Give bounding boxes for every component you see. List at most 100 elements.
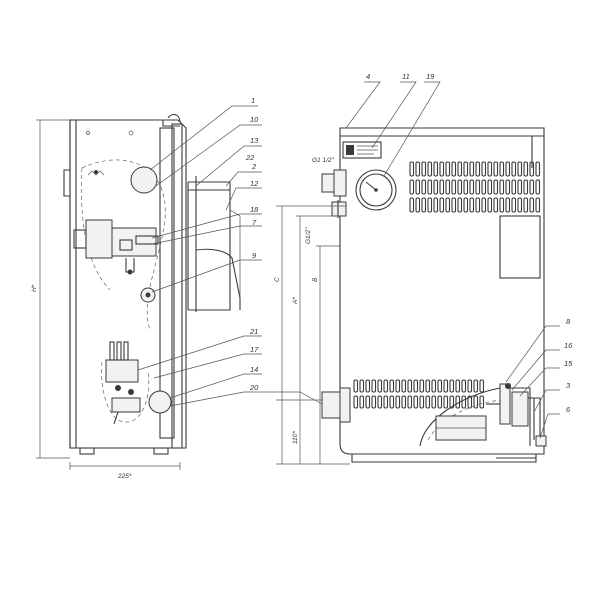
vent-slot — [451, 197, 457, 213]
callout-8: 8 — [566, 317, 571, 326]
vent-slot — [479, 395, 485, 409]
vent-slot — [409, 179, 415, 195]
callout-4: 4 — [366, 72, 370, 81]
vent-slot — [529, 161, 535, 177]
callout-17: 17 — [250, 345, 259, 354]
callout-11: 11 — [402, 72, 410, 81]
vent-slot — [473, 379, 479, 393]
vent-slot — [433, 161, 439, 177]
vent-slot — [439, 161, 445, 177]
vent-slot — [415, 197, 421, 213]
vent-slot — [353, 379, 359, 393]
callout-16: 16 — [564, 341, 573, 350]
vent-slot — [419, 379, 425, 393]
vent-slot — [413, 395, 419, 409]
front-leader-lines — [262, 81, 560, 439]
vent-slot — [431, 379, 437, 393]
dim-bottom-label: 110* — [292, 431, 299, 444]
vent-slot — [419, 395, 425, 409]
vent-slot — [445, 179, 451, 195]
callout-labels: 1 10 13 2 22 12 18 7 9 21 17 14 20 4 11 … — [245, 72, 573, 414]
vent-slot — [415, 179, 421, 195]
vent-slot — [523, 197, 529, 213]
vent-slot — [451, 179, 457, 195]
vent-slot — [487, 161, 493, 177]
dim-c-label: C — [274, 277, 281, 282]
vent-slot — [469, 197, 475, 213]
vent-slot — [407, 395, 413, 409]
vent-slot — [469, 161, 475, 177]
vent-slot — [389, 379, 395, 393]
vent-slot — [427, 197, 433, 213]
callout-18: 18 — [250, 205, 259, 214]
vent-slot — [463, 179, 469, 195]
pipe-label-top: G1 1/2" — [312, 157, 335, 164]
vent-slot — [425, 379, 431, 393]
vent-slot — [353, 395, 359, 409]
dim-a-label: A* — [292, 297, 299, 305]
vent-slot — [439, 197, 445, 213]
callout-3: 3 — [566, 381, 571, 390]
vent-slot — [409, 161, 415, 177]
vent-slot — [425, 395, 431, 409]
callout-21: 21 — [249, 327, 258, 336]
vent-slot — [449, 379, 455, 393]
vent-slot — [445, 161, 451, 177]
vent-slot — [469, 179, 475, 195]
vent-slot — [481, 161, 487, 177]
side-leader-lines — [137, 105, 262, 407]
callout-6: 6 — [566, 405, 571, 414]
vent-slot — [433, 197, 439, 213]
vent-slot — [413, 379, 419, 393]
vent-slot — [517, 179, 523, 195]
vent-slot — [463, 161, 469, 177]
side-dimensions: H* 225* — [31, 119, 181, 480]
vent-slot — [407, 379, 413, 393]
vent-slot — [475, 197, 481, 213]
depth-label: 225* — [117, 473, 132, 480]
vent-slot — [517, 161, 523, 177]
vent-slot — [505, 197, 511, 213]
vent-slot — [371, 395, 377, 409]
vent-slot — [449, 395, 455, 409]
callout-1: 1 — [251, 96, 255, 105]
vent-slot — [523, 179, 529, 195]
vent-slot — [365, 379, 371, 393]
callout-7: 7 — [252, 218, 257, 227]
vent-slot — [395, 379, 401, 393]
callout-2: 2 — [251, 162, 257, 171]
vent-slot — [499, 197, 505, 213]
vent-slot — [505, 179, 511, 195]
vent-slot — [457, 197, 463, 213]
vent-slot — [475, 161, 481, 177]
vent-slot — [505, 161, 511, 177]
pipe-label-gas: G1/2" — [305, 227, 312, 244]
vent-slot — [383, 395, 389, 409]
vent-slot — [389, 395, 395, 409]
vent-slot — [409, 197, 415, 213]
vent-slot — [401, 395, 407, 409]
vent-slot — [443, 395, 449, 409]
callout-14: 14 — [250, 365, 258, 374]
vent-slot — [377, 395, 383, 409]
vent-slot — [421, 197, 427, 213]
vent-slot — [437, 395, 443, 409]
vent-slot — [529, 179, 535, 195]
vent-slot — [511, 197, 517, 213]
callout-20: 20 — [249, 383, 259, 392]
vent-slot — [517, 197, 523, 213]
front-view — [321, 127, 547, 463]
vent-slot — [535, 197, 541, 213]
vent-slot — [415, 161, 421, 177]
callout-9: 9 — [252, 251, 257, 260]
vent-slot — [493, 197, 499, 213]
vent-slot — [377, 379, 383, 393]
vent-slot — [467, 379, 473, 393]
vent-slot — [439, 179, 445, 195]
vent-slot — [457, 179, 463, 195]
vent-slot — [473, 395, 479, 409]
overall-height-label: H* — [31, 284, 38, 292]
vent-slot — [475, 179, 481, 195]
vent-slot — [493, 161, 499, 177]
